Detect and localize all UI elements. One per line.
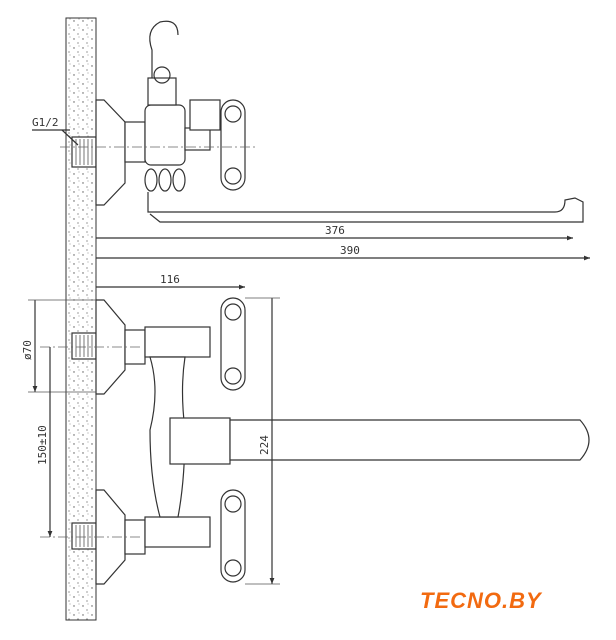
- top-view-mixer: [60, 20, 584, 223]
- dim-224: 224: [258, 435, 271, 455]
- dim-150: 150±10: [36, 425, 49, 465]
- dim-390: 390: [340, 244, 360, 257]
- dim-116: 116: [160, 273, 180, 286]
- dim-diameter-70: ø70: [21, 340, 34, 360]
- wall: [65, 17, 97, 621]
- thread-label: G1/2: [32, 116, 59, 129]
- dim-376: 376: [325, 224, 345, 237]
- front-view-mixer: [40, 297, 590, 585]
- brand-logo: TECNO.BY: [420, 588, 542, 613]
